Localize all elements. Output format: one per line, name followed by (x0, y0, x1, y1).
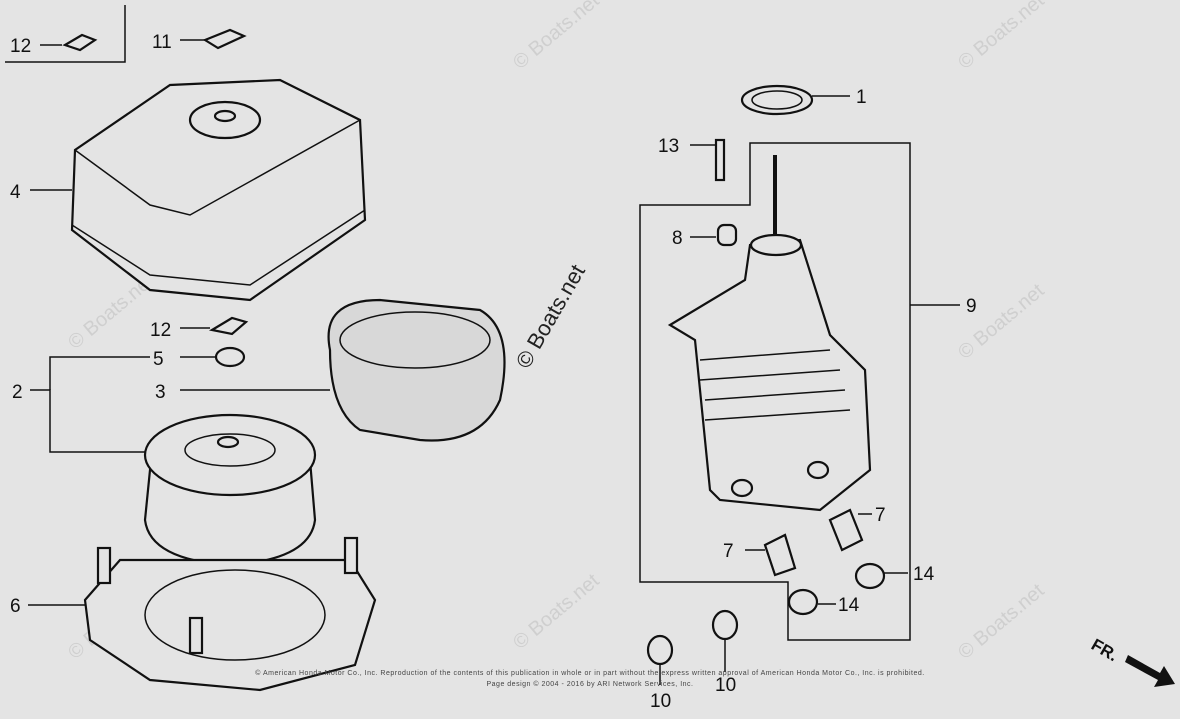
foam-element (327, 298, 506, 442)
callout-14a[interactable]: 14 (913, 564, 935, 585)
callout-8[interactable]: 8 (672, 228, 683, 249)
copyright-notice: © American Honda Motor Co., Inc. Reprodu… (255, 670, 925, 677)
air-cleaner-case (83, 536, 377, 692)
front-arrow-icon (1125, 655, 1175, 687)
bolt-13 (714, 138, 726, 182)
callout-1[interactable]: 1 (856, 87, 867, 108)
cap-nut-10b (711, 609, 739, 641)
callout-14b[interactable]: 14 (838, 595, 860, 616)
callout-7a[interactable]: 7 (875, 505, 886, 526)
callout-12[interactable]: 12 (10, 36, 31, 57)
watermark-center: © Boats.net (511, 260, 590, 372)
watermark: © Boats.net (509, 0, 604, 74)
callout-9[interactable]: 9 (966, 296, 977, 317)
callout-4[interactable]: 4 (10, 182, 21, 203)
callout-5[interactable]: 5 (153, 349, 164, 370)
front-label: FR. (1088, 635, 1121, 665)
kit-bracket-9 (639, 142, 911, 641)
callout-labels: 12 11 4 12 5 2 3 6 1 13 8 9 7 7 14 14 10… (10, 32, 977, 712)
front-direction-indicator: FR. (1088, 635, 1175, 687)
callout-7b[interactable]: 7 (723, 541, 734, 562)
callout-3[interactable]: 3 (155, 382, 166, 403)
watermark: © Boats.net (954, 579, 1049, 663)
watermark: © Boats.net (954, 0, 1049, 74)
tube-7a (828, 508, 864, 552)
callout-10a[interactable]: 10 (650, 691, 671, 712)
watermark: © Boats.net (954, 279, 1049, 363)
nut-14a (854, 562, 886, 590)
callout-10b[interactable]: 10 (715, 675, 736, 696)
callout-12b[interactable]: 12 (150, 320, 171, 341)
cap-nut-10a (646, 634, 674, 666)
leader-lines (28, 39, 960, 685)
callout-2[interactable]: 2 (12, 382, 23, 403)
wing-nut-12b (208, 316, 249, 336)
tube-7b (763, 533, 797, 577)
paper-element (143, 413, 317, 567)
wing-nut-12a (62, 33, 98, 52)
collar-8 (716, 223, 738, 247)
air-cleaner-cover (70, 78, 367, 302)
callout-6[interactable]: 6 (10, 596, 21, 617)
page-design-notice: Page design © 2004 - 2016 by ARI Network… (486, 681, 694, 688)
watermark: © Boats.net (509, 569, 604, 653)
clip-11 (202, 28, 247, 50)
air-cleaner-elbow (667, 155, 872, 512)
nut-14b (787, 588, 819, 616)
kit-bracket (5, 5, 126, 63)
callout-11[interactable]: 11 (152, 32, 172, 53)
callout-13[interactable]: 13 (658, 136, 679, 157)
grommet-5 (214, 346, 246, 368)
